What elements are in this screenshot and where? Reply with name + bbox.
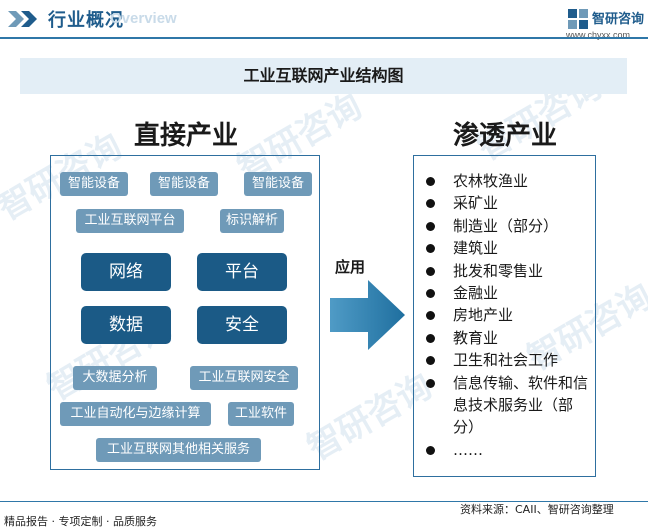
core-block-security: 安全 [197, 306, 287, 344]
bullet-icon [426, 266, 435, 276]
tag-smart-device: 智能设备 [150, 172, 218, 196]
list-item: 制造业（部分） [420, 215, 590, 237]
direct-industry-heading: 直接产业 [133, 121, 238, 151]
logo-name: 智研咨询 [592, 12, 645, 27]
list-item: 农林牧渔业 [420, 170, 590, 192]
bullet-icon [426, 244, 435, 254]
double-chevron-icon [8, 11, 37, 27]
penetration-industry-box [413, 155, 596, 477]
core-block-data: 数据 [81, 306, 171, 344]
list-item: 信息传输、软件和信息技术服务业（部分） [420, 372, 590, 439]
footer-divider [0, 501, 648, 502]
core-block-network: 网络 [81, 253, 171, 291]
bullet-icon [426, 199, 435, 209]
bullet-icon [426, 378, 435, 388]
list-item: 卫生和社会工作 [420, 349, 590, 371]
list-item: 金融业 [420, 282, 590, 304]
footer-tagline: 精品报告 · 专项定制 · 品质服务 [4, 515, 157, 528]
bullet-icon [426, 289, 435, 299]
header-divider [0, 37, 648, 39]
tag-industrial-internet-security: 工业互联网安全 [190, 366, 298, 390]
title-band [20, 58, 627, 94]
section-ghost-text: Overview [110, 10, 177, 27]
tag-big-data-analysis: 大数据分析 [73, 366, 157, 390]
list-item: 房地产业 [420, 304, 590, 326]
core-block-platform: 平台 [197, 253, 287, 291]
bullet-icon [426, 333, 435, 343]
tag-identifier-resolution: 标识解析 [220, 209, 284, 233]
list-item: …… [420, 439, 590, 461]
arrow-label: 应用 [335, 258, 366, 276]
tag-smart-device: 智能设备 [60, 172, 128, 196]
penetration-industry-heading: 渗透产业 [452, 121, 557, 151]
list-item: 采矿业 [420, 192, 590, 214]
right-arrow-icon [330, 280, 405, 350]
list-item: 建筑业 [420, 237, 590, 259]
penetration-industry-list: 农林牧渔业 采矿业 制造业（部分） 建筑业 批发和零售业 金融业 房地产业 教育… [420, 170, 590, 461]
tag-automation-edge-computing: 工业自动化与边缘计算 [60, 402, 211, 426]
section-title: 行业概况 [48, 10, 124, 31]
diagram-title: 工业互联网产业结构图 [243, 66, 404, 85]
zhiyan-logo-icon [568, 9, 588, 29]
tag-industrial-software: 工业软件 [228, 402, 294, 426]
list-item: 教育业 [420, 327, 590, 349]
bullet-icon [426, 445, 435, 455]
tag-industrial-internet-platform: 工业互联网平台 [76, 209, 184, 233]
data-source: 资料来源：CAII、智研咨询整理 [460, 503, 614, 516]
bullet-icon [426, 177, 435, 186]
list-item: 批发和零售业 [420, 260, 590, 282]
bullet-icon [426, 356, 435, 366]
logo-url: www.chyxx.com [566, 30, 631, 40]
bullet-icon [426, 311, 435, 321]
bullet-icon [426, 221, 435, 231]
direct-industry-box: 智能设备 智能设备 智能设备 工业互联网平台 标识解析 网络 平台 数据 安全 … [50, 155, 320, 470]
tag-other-related-services: 工业互联网其他相关服务 [96, 438, 261, 462]
tag-smart-device: 智能设备 [244, 172, 312, 196]
